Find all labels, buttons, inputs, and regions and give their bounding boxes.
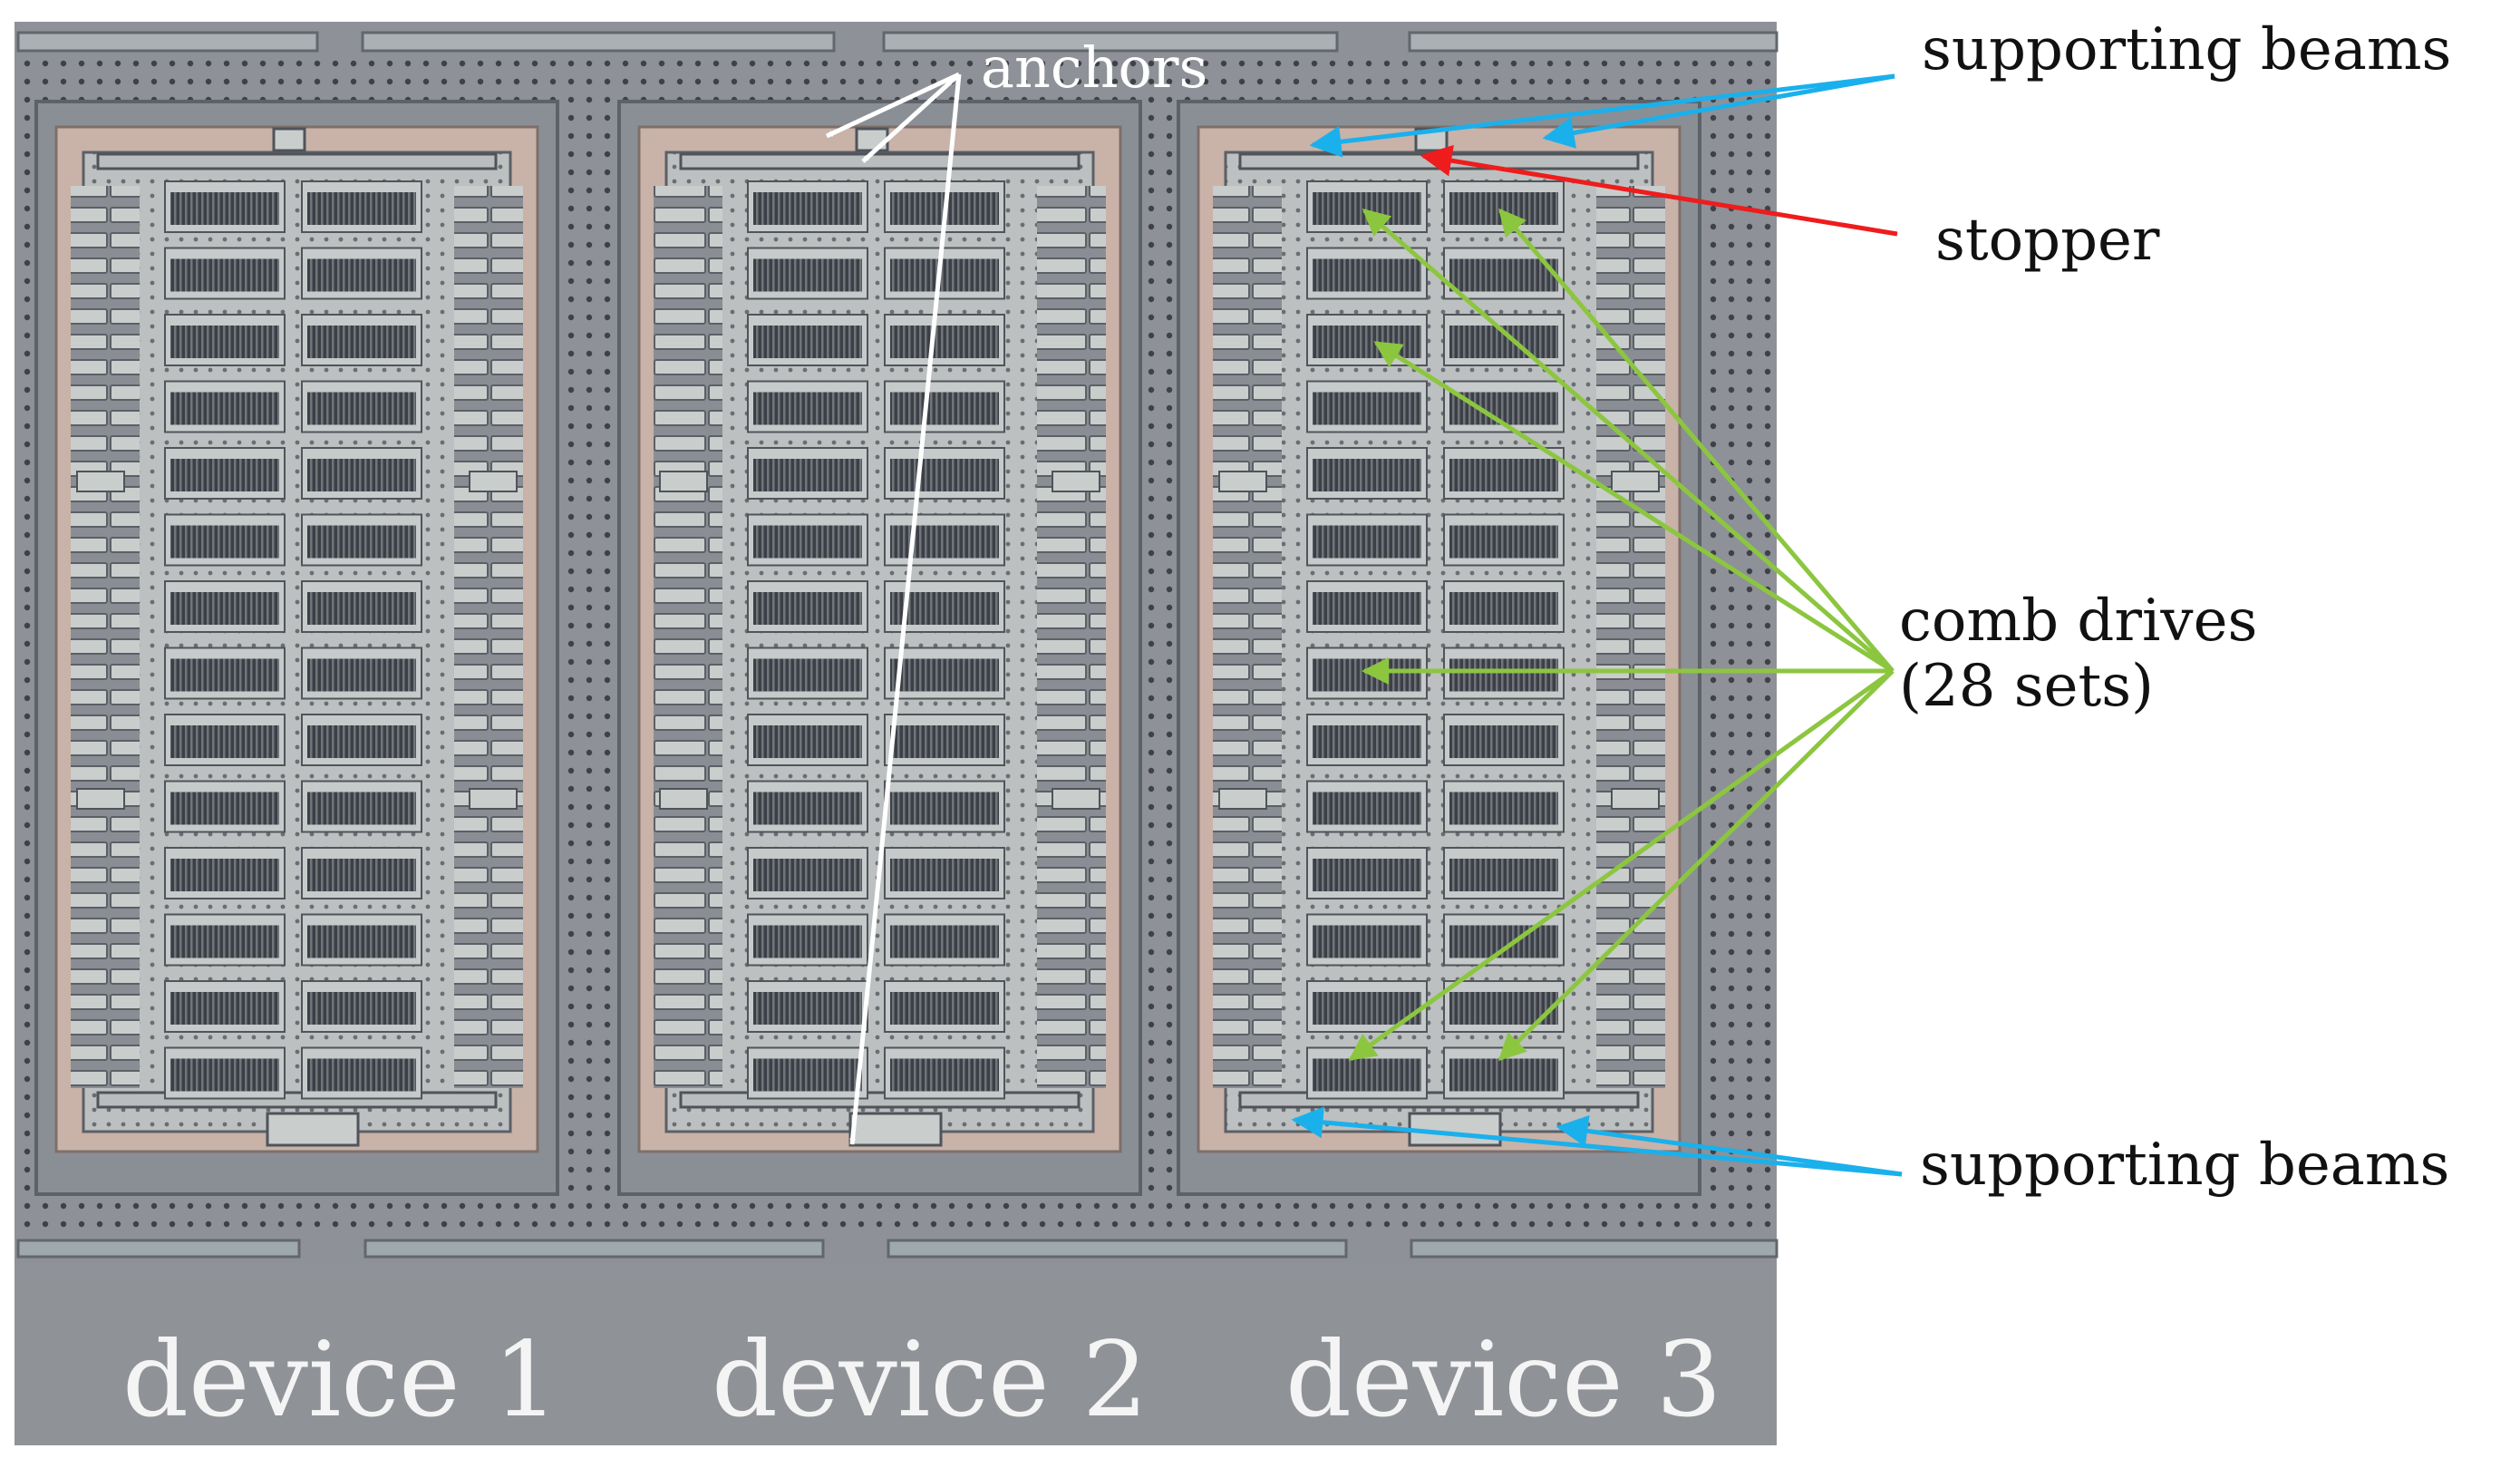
device-1-structure <box>34 100 559 1196</box>
supporting-beams-bottom-label: supporting beams <box>1920 1132 2450 1199</box>
comb-arrow-2 <box>1498 208 1895 673</box>
comb-drives-title: comb drives <box>1899 588 2258 655</box>
comb-arrow-5 <box>1348 668 1895 1062</box>
comb-drives-count: (28 sets) <box>1899 652 2154 720</box>
anchor-arrow-2 <box>861 73 961 163</box>
stopper-label: stopper <box>1935 207 2160 274</box>
anchors-label: anchors <box>981 34 1208 101</box>
comb-drives-label: comb drives (28 sets) <box>1899 588 2258 720</box>
device-2-structure <box>617 100 1142 1196</box>
device-2-label: device 2 <box>712 1319 1149 1440</box>
micrograph-photo <box>15 22 1779 1445</box>
device-1-label: device 1 <box>122 1319 559 1440</box>
stopper-arrow <box>1420 144 1898 237</box>
device-3-label: device 3 <box>1285 1319 1722 1440</box>
comb-arrow-6 <box>1497 669 1895 1062</box>
device-3-structure <box>1177 100 1701 1196</box>
anchor-arrow-1 <box>825 72 961 139</box>
beam-arrow-bottom-1 <box>1291 1106 1903 1177</box>
anchor-arrow-3 <box>849 73 962 1145</box>
beam-arrow-top-1 <box>1309 73 1895 158</box>
beam-arrow-bottom-2 <box>1556 1114 1903 1177</box>
annotation-arrows <box>825 72 1903 1177</box>
comb-arrow-3 <box>1373 340 1895 674</box>
beam-arrow-top-2 <box>1542 73 1895 149</box>
comb-arrow-1 <box>1362 209 1895 673</box>
supporting-beams-top-label: supporting beams <box>1922 16 2452 83</box>
